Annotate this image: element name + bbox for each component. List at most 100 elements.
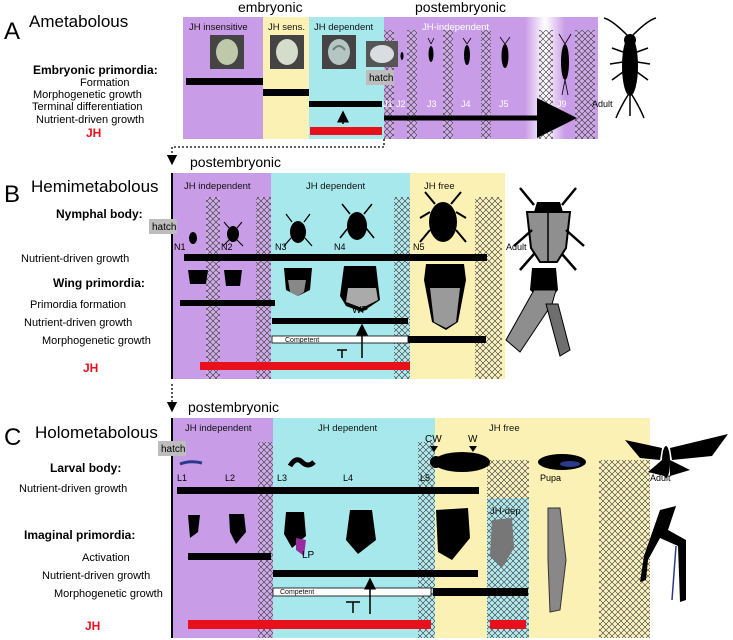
morpho-bar-b <box>408 336 486 343</box>
morpho-bar-c <box>433 588 528 596</box>
stage-label: Adult <box>506 242 527 252</box>
panel-b: B Hemimetabolous postembryonic JH indepe… <box>4 154 585 379</box>
embryo-icon <box>366 41 398 67</box>
panel-c: C Holometabolous postembryonic JH indepe… <box>4 399 728 638</box>
stage-label: Adult <box>592 99 613 109</box>
stage-label: N2 <box>221 242 233 252</box>
panel-c-letter: C <box>4 424 21 451</box>
lp-label: LP <box>302 550 315 561</box>
molt-band <box>481 30 491 139</box>
inhibit-mark <box>337 349 347 358</box>
panel-b-letter: B <box>4 181 20 208</box>
postembryonic-label-b: postembryonic <box>190 154 281 170</box>
w-mark: W <box>468 434 478 445</box>
panel-a: A Ametabolous embryonic postembryonic JH… <box>4 0 657 140</box>
embryonic-label: embryonic <box>238 0 303 15</box>
panel-a-letter: A <box>4 18 20 45</box>
molt-band <box>407 30 417 139</box>
connector-a-b <box>166 139 385 166</box>
caterpillar-icon <box>179 452 490 472</box>
zone-label: JH insensitive <box>189 22 248 33</box>
row-label: Terminal differentiation <box>32 101 142 113</box>
zone-jh-independent-c <box>172 418 273 638</box>
panel-a-title: Ametabolous <box>29 12 128 31</box>
stage-label: L1 <box>177 473 187 483</box>
row-label: Nymphal body: <box>56 207 143 221</box>
stage-label: N3 <box>275 242 287 252</box>
nutrient-bar-b <box>272 318 408 324</box>
activation-bar <box>188 553 271 560</box>
nutrient-body-bar-c <box>177 487 479 494</box>
jh-bar-c <box>188 620 431 629</box>
zone-label: JH independent <box>185 423 252 434</box>
row-label: Morphogenetic growth <box>42 335 151 347</box>
stage-label: N1 <box>174 242 186 252</box>
competent-label-b: Competent <box>285 337 319 344</box>
molt-band <box>599 460 650 638</box>
zone-label: JH free <box>489 423 520 434</box>
nutrient-body-bar-b <box>184 254 487 261</box>
jh-bar-b <box>200 362 410 370</box>
molt-band <box>443 30 453 139</box>
competent-bar-c <box>272 587 432 597</box>
row-label: Nutrient-driven growth <box>36 114 144 126</box>
zone-label: JH dependent <box>318 423 378 434</box>
row-label: Nutrient-driven growth <box>24 317 132 329</box>
hatch-label-b: hatch <box>152 222 176 233</box>
cw-mark: CW <box>425 434 442 445</box>
cw-arrow <box>430 446 438 452</box>
pupa-icon <box>538 454 586 470</box>
embryo-icon <box>322 35 356 69</box>
zone-jh-independent-b <box>172 173 271 379</box>
formation-bar-b <box>180 300 275 306</box>
jh-label-a: JH <box>86 126 101 140</box>
formation-bar <box>186 78 263 85</box>
stage-label: L2 <box>225 473 235 483</box>
postembryonic-label-a: postembryonic <box>415 0 506 15</box>
stage-label: L5 <box>420 473 430 483</box>
stage-label: N4 <box>334 242 346 252</box>
molt-band <box>206 197 220 379</box>
hatch-badge-a <box>366 70 394 85</box>
row-label: Nutrient-driven growth <box>42 570 150 582</box>
molt-band <box>256 197 271 379</box>
row-label: Morphogenetic growth <box>33 89 142 101</box>
stage-label: L4 <box>343 473 353 483</box>
row-label: Larval body: <box>50 461 121 475</box>
molt-band <box>539 30 553 139</box>
bug-icon <box>189 191 467 247</box>
egg-icon <box>210 35 244 69</box>
row-label: Formation <box>80 77 130 89</box>
morpho-bar <box>263 89 309 96</box>
stage-label: J4 <box>461 99 471 109</box>
row-label: Activation <box>82 552 130 564</box>
leg-disc-icon <box>188 506 686 613</box>
zone-label: JH free <box>424 181 455 192</box>
molt-band <box>394 197 410 379</box>
molt-band <box>258 442 273 638</box>
zone-label: JH dependent <box>306 181 366 192</box>
row-label: Imaginal primordia: <box>24 528 135 542</box>
jh-label-c: JH <box>85 619 100 633</box>
row-label: Embryonic primordia: <box>33 63 158 77</box>
hatch-badge-c <box>158 441 186 456</box>
stage-label: J9 <box>557 99 567 109</box>
jh-bar-c-dep <box>490 620 526 629</box>
molt-band <box>418 442 435 638</box>
moth-icon <box>625 434 728 478</box>
row-label: Nutrient-driven growth <box>19 483 127 495</box>
terminal-bar <box>309 101 382 107</box>
competent-label-c: Competent <box>280 589 314 596</box>
row-label: Primordia formation <box>30 299 126 311</box>
stage-label: J5 <box>499 99 509 109</box>
molt-band <box>475 197 502 379</box>
stage-label: J1 <box>383 99 393 109</box>
zone-label: JH-dep <box>490 506 521 517</box>
stage-label: Adult <box>650 473 671 483</box>
panel-c-title: Holometabolous <box>35 423 158 442</box>
w-arrow <box>469 446 477 452</box>
egg-icon <box>270 35 304 69</box>
stage-label: N5 <box>413 242 425 252</box>
postembryonic-label-c: postembryonic <box>188 399 279 415</box>
